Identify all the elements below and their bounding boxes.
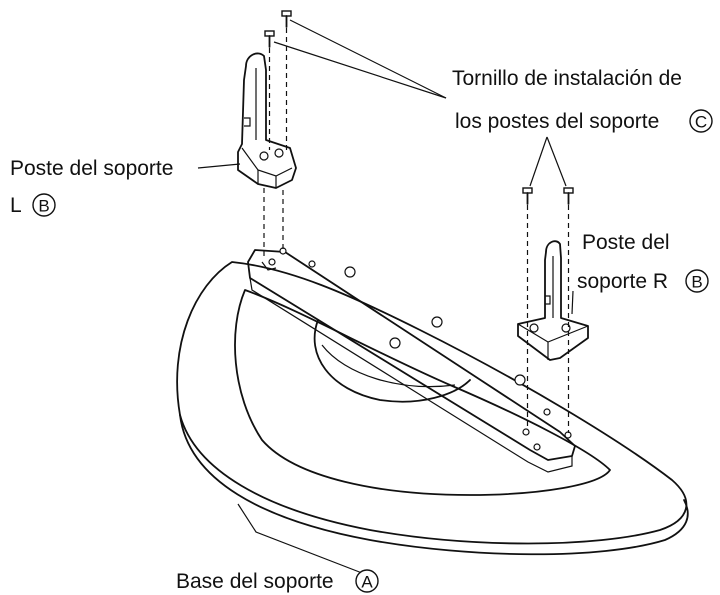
part-marker-c [689, 109, 713, 133]
label-screw-line2: los postes del soporte [455, 110, 659, 133]
label-screw: Tornillo de instalación de los postes de… [452, 67, 713, 133]
part-marker-b-text: B [38, 197, 49, 216]
part-marker-b [32, 193, 56, 217]
plate-hole [543, 408, 551, 416]
label-base-text: Base del soporte [176, 570, 334, 593]
part-marker-c-text: C [695, 113, 707, 132]
label-post-right-line2: soporte R [577, 270, 668, 293]
alignment-lines [263, 28, 570, 433]
screw-icon [522, 187, 533, 205]
plate-hole [344, 266, 356, 278]
label-post-right: Poste del soporte R B [577, 231, 709, 293]
stand-post-left [237, 52, 297, 189]
label-screw-line1: Tornillo de instalación de [452, 67, 682, 90]
screw-icon [281, 10, 292, 28]
screw-icon [264, 30, 275, 48]
part-marker-b-text: B [691, 273, 702, 292]
part-marker-b [685, 269, 709, 293]
mounting-plate [247, 247, 576, 473]
plate-hole [268, 258, 276, 266]
label-post-left: Poste del soporte L B [10, 157, 173, 217]
stand-post-right [517, 240, 589, 361]
part-marker-a [355, 569, 379, 593]
label-base: Base del soporte A [176, 569, 379, 593]
label-post-left-line1: Poste del soporte [10, 157, 173, 180]
label-post-left-line2: L [10, 194, 22, 217]
plate-hole [522, 428, 530, 436]
leader-lines [197, 19, 574, 574]
label-post-right-line1: Poste del [582, 231, 670, 254]
plate-hole [431, 316, 443, 328]
plate-hole [389, 337, 401, 349]
screw-icon [563, 187, 574, 205]
stand-base-a [176, 261, 689, 556]
plate-hole [514, 374, 526, 386]
plate-hole [308, 260, 316, 268]
part-marker-a-text: A [361, 573, 373, 592]
plate-hole [533, 443, 541, 451]
